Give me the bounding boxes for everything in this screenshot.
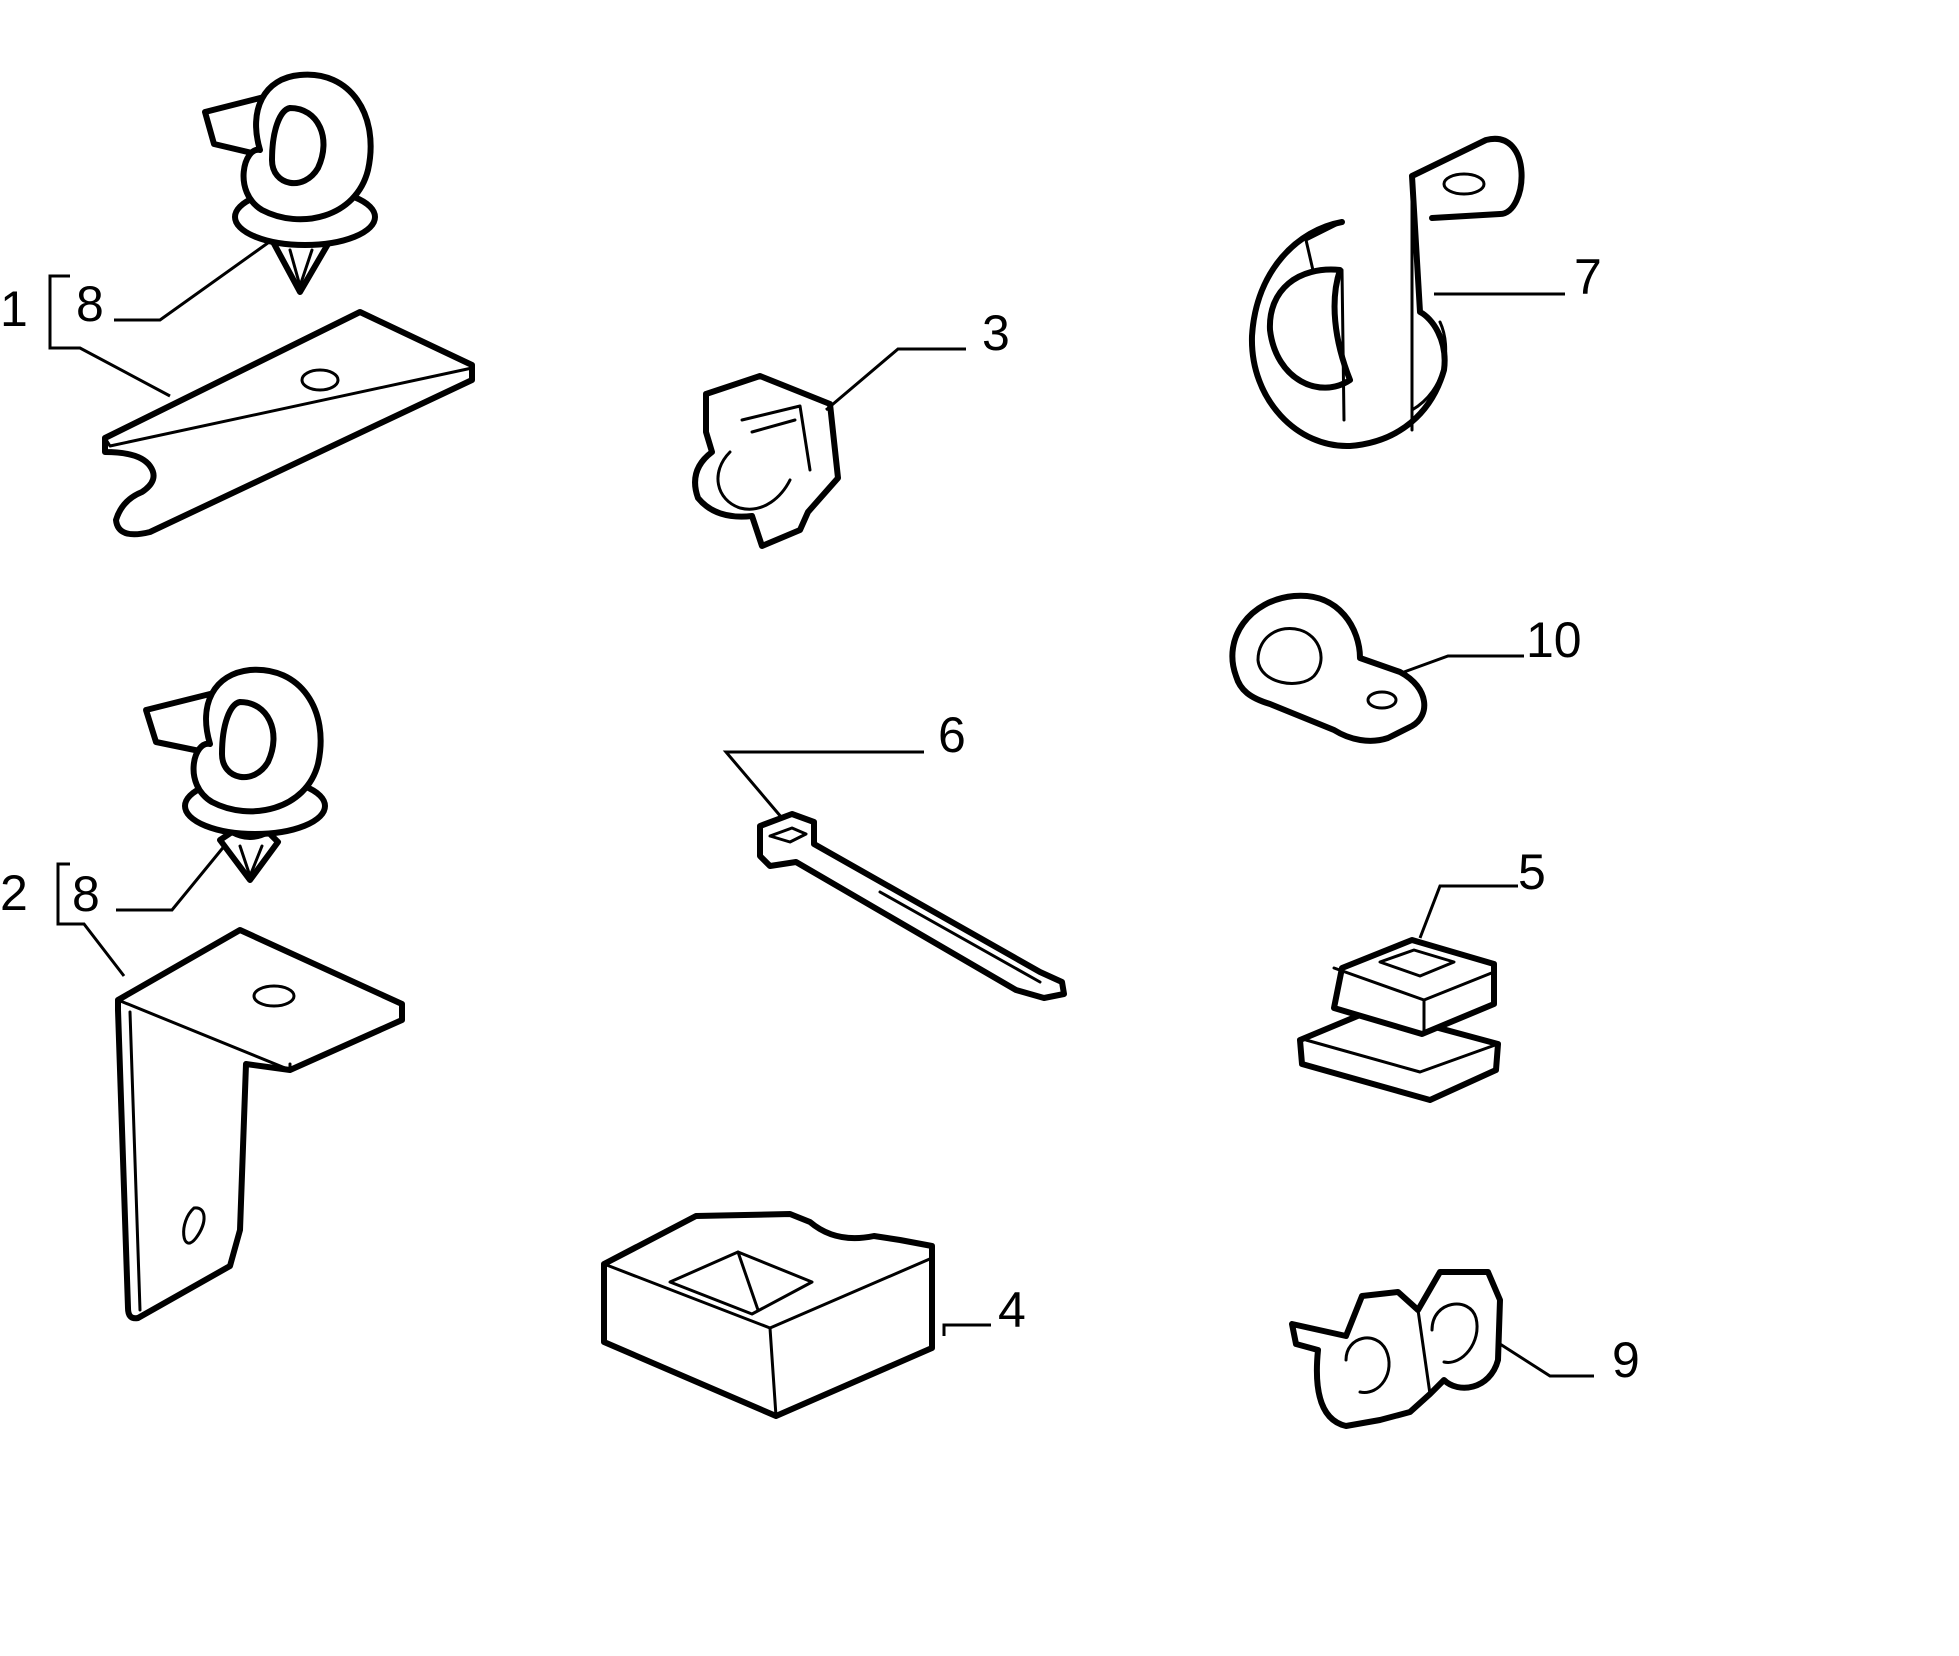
part-6-cable-tie	[757, 811, 1067, 1001]
part-9-double-clip	[1289, 1269, 1503, 1429]
part-8-push-clip-lower	[143, 666, 328, 883]
part-5-grommet	[1297, 937, 1501, 1103]
callout-6: 6	[938, 707, 966, 763]
callout-9: 9	[1612, 1332, 1640, 1388]
leader-lines	[48, 238, 1594, 1378]
callout-8-lower: 8	[72, 866, 100, 922]
callout-7: 7	[1574, 249, 1602, 305]
part-2-l-bracket	[115, 927, 405, 1322]
callout-8-top: 8	[76, 276, 104, 332]
part-3-cable-clip	[692, 373, 841, 549]
callout-4: 4	[998, 1282, 1026, 1338]
callout-10: 10	[1526, 612, 1582, 668]
part-7-bracket-clamp	[1248, 135, 1525, 450]
part-8-push-clip-top	[202, 71, 378, 295]
callout-1: 1	[0, 281, 28, 337]
callout-labels: 1 8 2 8 3 7 10 6 5 4 9	[0, 249, 1640, 1388]
part-4-block	[601, 1211, 935, 1419]
callout-5: 5	[1518, 844, 1546, 900]
callout-3: 3	[982, 305, 1010, 361]
callout-2: 2	[0, 865, 28, 921]
part-10-p-clip	[1229, 592, 1428, 744]
part-1-flat-plate	[102, 309, 475, 538]
